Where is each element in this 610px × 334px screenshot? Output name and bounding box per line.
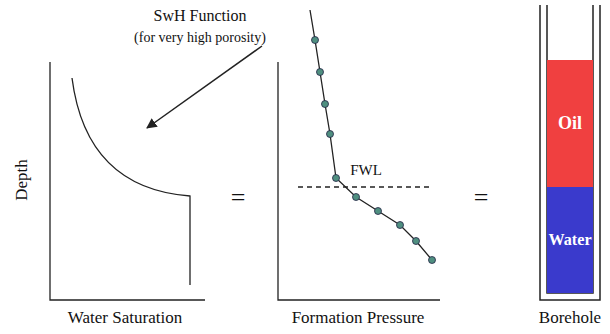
callout-note: (for very high porosity) — [134, 30, 266, 45]
equals-sign: = — [474, 184, 489, 213]
fwl-line — [298, 186, 432, 187]
borehole-tube — [540, 5, 600, 300]
leader-arrow — [147, 46, 262, 128]
pressure-points — [312, 37, 436, 264]
axis-title: Formation Pressure — [292, 309, 425, 328]
equals-sign: = — [231, 184, 246, 213]
pressure-trend — [310, 10, 432, 260]
axis-title: Water Saturation — [68, 309, 182, 328]
saturation-axes — [50, 62, 205, 300]
zone-label: Oil — [558, 113, 582, 134]
pressure-axes — [278, 10, 440, 300]
zone-label: Water — [548, 231, 591, 250]
water-zone: Water — [547, 187, 593, 293]
oil-zone: Oil — [547, 60, 593, 187]
axis-title: Borehole — [539, 309, 601, 328]
axis-title: Depth — [13, 159, 32, 201]
callout-title: SwH Function — [154, 7, 247, 25]
fwl-label: FWL — [350, 162, 382, 179]
